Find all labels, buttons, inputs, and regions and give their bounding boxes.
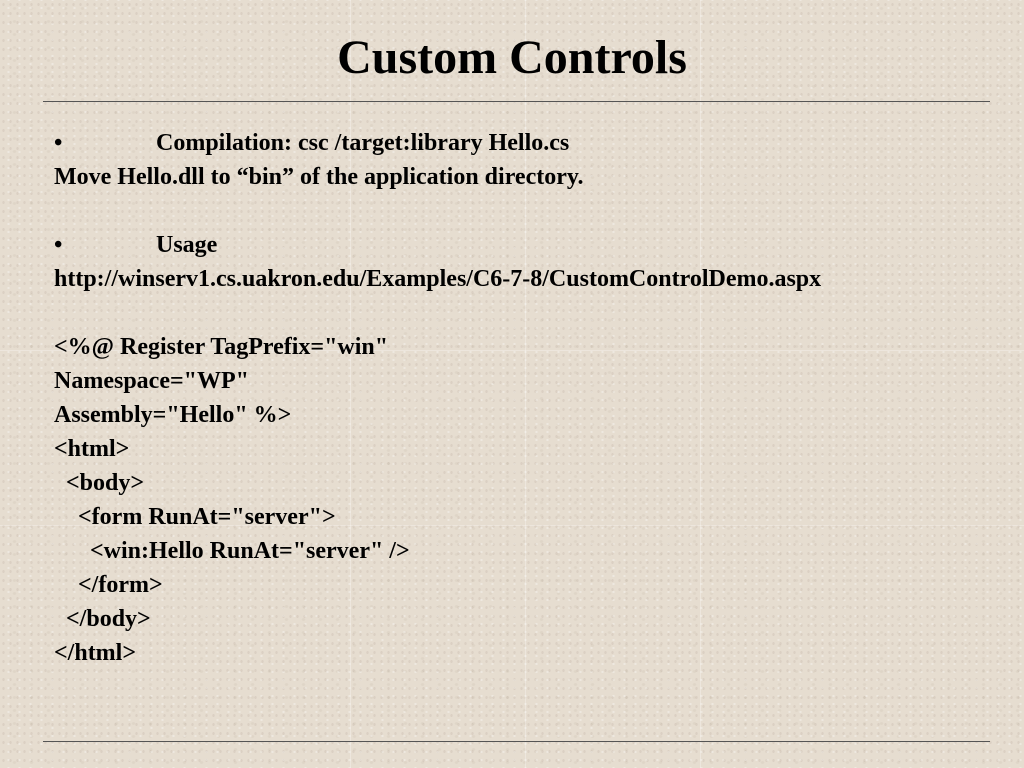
background-seam [350,0,351,768]
usage-url: http://winserv1.cs.uakron.edu/Examples/C… [54,266,822,292]
code-line: <%@ Register TagPrefix="win" [54,334,389,360]
code-line: <body> [54,470,145,496]
code-line: <form RunAt="server"> [54,504,336,530]
background-seam [525,0,526,768]
code-line: <win:Hello RunAt="server" /> [54,538,410,564]
code-line: </body> [54,606,151,632]
code-line: <html> [54,436,130,462]
code-line: Namespace="WP" [54,368,249,394]
bullet-marker: • [54,130,63,156]
bullet-text: Compilation: csc /target:library Hello.c… [156,130,570,156]
bullet-continuation: Move Hello.dll to “bin” of the applicati… [54,164,584,190]
bullet-item: • Usage [54,228,1004,262]
background-seam [0,350,1024,351]
bullet-item: • Compilation: csc /target:library Hello… [54,126,1004,160]
slide-title: Custom Controls [337,31,687,84]
code-line: Assembly="Hello" %> [54,402,292,428]
background-seam [0,525,1024,526]
bullet-text: Usage [156,232,218,258]
code-line: </html> [54,640,137,666]
spacer [54,194,1004,228]
spacer [54,296,1004,330]
code-line: </form> [54,572,163,598]
bullet-marker: • [54,232,63,258]
background-seam [700,0,701,768]
title-divider [43,101,990,102]
slide-body: • Compilation: csc /target:library Hello… [54,126,1004,670]
footer-divider [43,741,990,742]
